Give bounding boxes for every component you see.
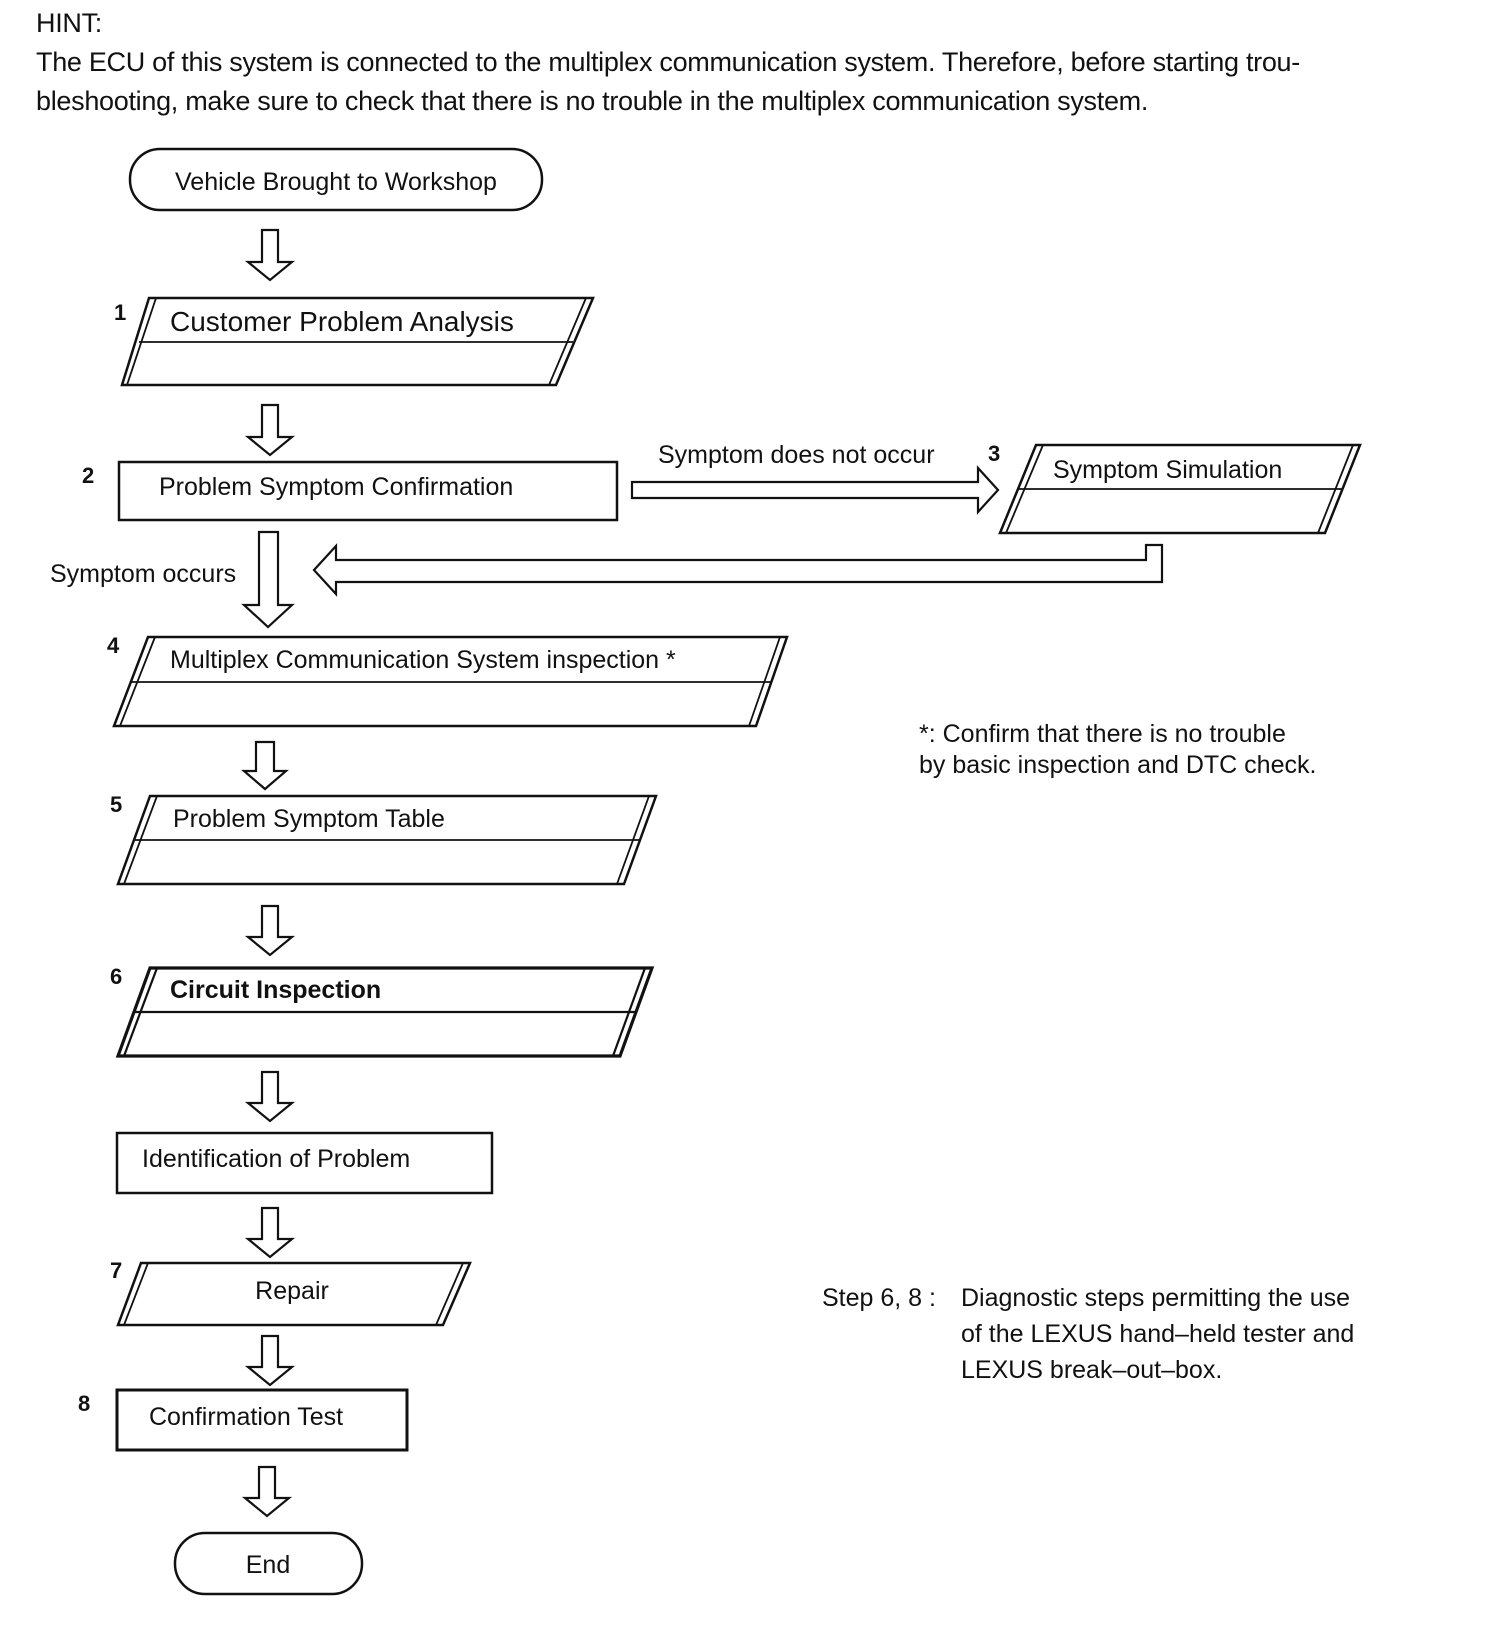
flow-arrows xyxy=(241,228,1164,1518)
step5-label: Problem Symptom Table xyxy=(173,805,445,833)
down-arrow-9 xyxy=(241,1465,293,1518)
identification-box xyxy=(115,1131,494,1195)
step3-label: Symptom Simulation xyxy=(1053,456,1282,484)
start-terminal xyxy=(128,147,544,212)
step4-box xyxy=(112,635,789,728)
asterisk-note-line-2: by basic inspection and DTC check. xyxy=(919,751,1316,779)
step5-box xyxy=(116,794,658,886)
down-arrow-3 xyxy=(241,530,295,629)
steps-note-line-2: of the LEXUS hand–held tester and xyxy=(961,1320,1354,1348)
down-arrow-4 xyxy=(241,740,289,791)
hint-text-line-1: The ECU of this system is connected to t… xyxy=(36,47,1300,77)
step1-label: Customer Problem Analysis xyxy=(170,306,514,337)
step7-box xyxy=(116,1261,472,1327)
step1-number: 1 xyxy=(114,300,126,325)
steps-note-prefix: Step 6, 8 : xyxy=(822,1284,936,1312)
down-arrow-8 xyxy=(244,1334,296,1387)
step6-box xyxy=(115,966,655,1058)
steps-note-line-3: LEXUS break–out–box. xyxy=(961,1356,1222,1384)
step8-label: Confirmation Test xyxy=(149,1403,343,1431)
down-arrow-7 xyxy=(244,1206,296,1259)
step5-number: 5 xyxy=(110,792,122,817)
hint-title: HINT: xyxy=(36,8,103,38)
hint-block: HINT: The ECU of this system is connecte… xyxy=(36,4,1476,121)
down-arrow-2 xyxy=(244,403,296,457)
branch-not-occur-label: Symptom does not occur xyxy=(658,441,935,469)
step8-number: 8 xyxy=(78,1391,90,1416)
step2-box xyxy=(117,460,619,522)
asterisk-note-line-1: *: Confirm that there is no trouble xyxy=(919,720,1286,748)
end-label: End xyxy=(246,1551,290,1579)
down-arrow-6 xyxy=(244,1070,296,1123)
right-arrow-symptom-not-occur xyxy=(630,465,1000,515)
step4-number: 4 xyxy=(107,633,120,658)
step3-box xyxy=(998,443,1362,535)
step2-label: Problem Symptom Confirmation xyxy=(159,473,513,501)
start-label: Vehicle Brought to Workshop xyxy=(175,168,497,196)
hint-text-line-2: bleshooting, make sure to check that the… xyxy=(36,86,1149,116)
step3-number: 3 xyxy=(988,441,1000,466)
step6-label: Circuit Inspection xyxy=(170,976,381,1004)
down-arrow-1 xyxy=(244,228,296,282)
step6-number: 6 xyxy=(110,964,122,989)
step7-number: 7 xyxy=(110,1258,122,1283)
step2-number: 2 xyxy=(82,463,94,488)
end-terminal xyxy=(173,1531,364,1596)
step8-box xyxy=(115,1388,409,1452)
identification-label: Identification of Problem xyxy=(142,1145,410,1173)
branch-occurs-label: Symptom occurs xyxy=(50,560,236,588)
down-arrow-5 xyxy=(244,904,296,957)
steps-note-line-1: Diagnostic steps permitting the use xyxy=(961,1284,1350,1312)
step1-box xyxy=(120,296,595,387)
return-arrow-from-simulation xyxy=(312,543,1164,597)
step7-label: Repair xyxy=(255,1277,329,1305)
step4-label: Multiplex Communication System inspectio… xyxy=(170,646,676,674)
